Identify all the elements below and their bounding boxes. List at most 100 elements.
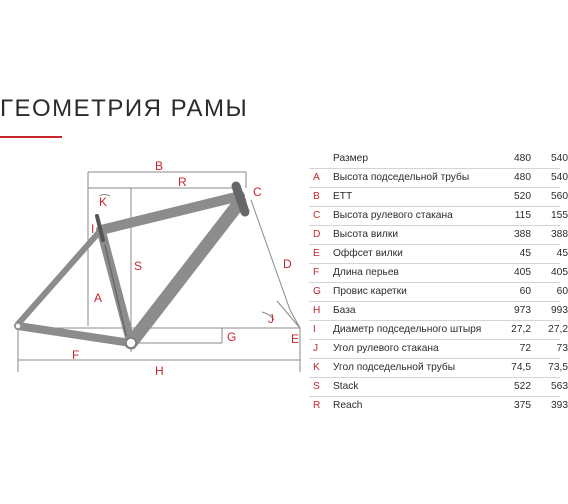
rear-dropout <box>14 322 22 330</box>
row-code: G <box>313 286 321 297</box>
row-code: H <box>313 305 321 316</box>
label-h: H <box>155 364 164 378</box>
table-row: A Высота подседельной трубы 480 540 <box>309 169 568 188</box>
row-name: ETT <box>333 191 353 202</box>
row-value-540: 73,5 <box>548 362 568 373</box>
row-name: Размер <box>333 153 369 164</box>
table-header-row: Размер 480 540 <box>309 150 568 169</box>
dimension-lines <box>17 171 301 372</box>
row-value-480: 375 <box>514 400 531 411</box>
label-i: I <box>91 222 94 236</box>
row-code: B <box>313 191 320 202</box>
row-code: E <box>313 248 320 259</box>
label-f: F <box>72 348 79 362</box>
label-s: S <box>134 259 142 273</box>
row-value-540: 60 <box>556 286 568 297</box>
table-row: H База 973 993 <box>309 302 568 321</box>
label-e: E <box>291 332 299 346</box>
frame-diagram-svg: B R C K I S D A J G E F H <box>14 159 301 378</box>
fork-height-line <box>250 199 291 311</box>
row-name: Оффсет вилки <box>333 248 403 259</box>
row-value-540: 540 <box>551 172 568 183</box>
table-row: G Провис каретки 60 60 <box>309 283 568 302</box>
row-code: K <box>313 362 320 373</box>
label-b: B <box>155 159 163 173</box>
seat-post <box>95 214 105 242</box>
row-value-480: 45 <box>519 248 531 259</box>
title-underline <box>0 136 62 138</box>
table-row: F Длина перьев 405 405 <box>309 264 568 283</box>
seat-stay <box>15 227 104 327</box>
down-tube <box>124 195 247 350</box>
row-value-480: 27,2 <box>511 324 531 335</box>
row-code: A <box>313 172 320 183</box>
table-row: E Оффсет вилки 45 45 <box>309 245 568 264</box>
bike-frame <box>14 181 250 350</box>
row-value-480: 72 <box>519 343 531 354</box>
label-c: C <box>253 185 262 199</box>
row-code: C <box>313 210 321 221</box>
head-tube <box>231 181 250 217</box>
row-value-540: 45 <box>556 248 568 259</box>
row-code: S <box>313 381 320 392</box>
seat-angle-arc <box>98 194 111 197</box>
row-name: Высота подседельной трубы <box>333 172 470 183</box>
label-a: A <box>94 291 102 305</box>
diagram-labels: B R C K I S D A J G E F H <box>72 159 299 378</box>
head-angle-arc <box>261 311 275 321</box>
row-value-480: 60 <box>519 286 531 297</box>
table-row: B ETT 520 560 <box>309 188 568 207</box>
geometry-table: Размер 480 540 A Высота подседельной тру… <box>309 150 568 415</box>
row-name: Высота вилки <box>333 229 399 240</box>
row-value-540: 405 <box>551 267 568 278</box>
row-name: Длина перьев <box>333 267 399 278</box>
row-code: I <box>313 324 316 335</box>
size-480-header: 480 <box>514 153 531 164</box>
row-value-480: 388 <box>514 229 531 240</box>
table-row: J Угол рулевого стакана 72 73 <box>309 340 568 359</box>
row-name: Угол рулевого стакана <box>333 343 439 354</box>
row-value-540: 73 <box>556 343 568 354</box>
label-d: D <box>283 257 292 271</box>
row-value-540: 563 <box>551 381 568 392</box>
row-value-480: 520 <box>514 191 531 202</box>
table-row: D Высота вилки 388 388 <box>309 226 568 245</box>
page-title: ГЕОМЕТРИЯ РАМЫ <box>0 95 249 122</box>
size-540-header: 540 <box>551 153 568 164</box>
label-g: G <box>227 330 236 344</box>
label-j: J <box>268 312 274 326</box>
row-name: Угол подседельной трубы <box>333 362 456 373</box>
row-value-540: 388 <box>551 229 568 240</box>
row-value-540: 393 <box>551 400 568 411</box>
row-code: R <box>313 400 321 411</box>
row-value-480: 522 <box>514 381 531 392</box>
fork-end-line <box>289 309 301 329</box>
row-value-540: 560 <box>551 191 568 202</box>
table-row: K Угол подседельной трубы 74,5 73,5 <box>309 359 568 378</box>
row-code: D <box>313 229 321 240</box>
row-value-540: 993 <box>551 305 568 316</box>
offset-line <box>276 300 301 329</box>
row-value-480: 74,5 <box>511 362 531 373</box>
bottom-bracket <box>125 337 137 349</box>
top-tube <box>96 191 245 235</box>
table-row: C Высота рулевого стакана 115 155 <box>309 207 568 226</box>
row-code: F <box>313 267 320 278</box>
frame-geometry-diagram: B R C K I S D A J G E F H <box>0 140 315 385</box>
row-code: J <box>313 343 319 354</box>
label-k: K <box>99 195 107 209</box>
row-value-480: 973 <box>514 305 531 316</box>
row-name: Диаметр подседельного штыря <box>333 324 482 335</box>
row-name: Провис каретки <box>333 286 407 297</box>
table-row: I Диаметр подседельного штыря 27,2 27,2 <box>309 321 568 340</box>
table-row: S Stack 522 563 <box>309 378 568 397</box>
seat-tube-inner-line <box>104 244 127 336</box>
row-value-540: 27,2 <box>548 324 568 335</box>
row-name: Stack <box>333 381 359 392</box>
row-value-540: 155 <box>551 210 568 221</box>
row-name: Высота рулевого стакана <box>333 210 453 221</box>
row-name: Reach <box>333 400 363 411</box>
row-value-480: 115 <box>514 210 531 221</box>
table-row: R Reach 375 393 <box>309 397 568 415</box>
chain-stay <box>14 322 135 347</box>
